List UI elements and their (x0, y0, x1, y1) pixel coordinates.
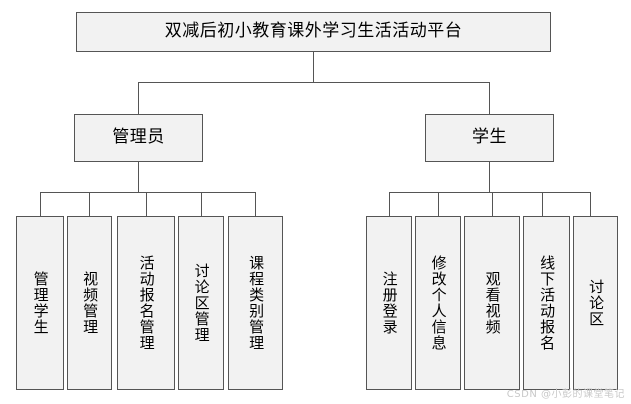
node-student-child-2: 修改个人信息 (415, 216, 461, 390)
connector-student-child-3 (492, 192, 493, 216)
node-student-child-2-label: 修改个人信息 (429, 255, 448, 351)
node-admin-child-4: 讨论区管理 (178, 216, 224, 390)
node-admin-child-3: 活动报名管理 (117, 216, 175, 390)
node-admin-child-1-label: 管理学生 (31, 271, 50, 335)
node-student-child-3-label: 观看视频 (483, 271, 502, 335)
node-admin-child-4-label: 讨论区管理 (192, 263, 211, 343)
node-student-child-1-label: 注册登录 (380, 271, 399, 335)
node-admin-label: 管理员 (112, 127, 165, 148)
connector-student-down (489, 82, 490, 114)
connector-student-stem (489, 162, 490, 192)
connector-admin-child-1 (40, 192, 41, 216)
node-student-child-4-label: 线下活动报名 (538, 255, 557, 351)
node-admin-child-5-label: 课程类别管理 (247, 255, 266, 351)
connector-student-child-1 (389, 192, 390, 216)
node-admin-child-5: 课程类别管理 (228, 216, 283, 390)
node-student-child-1: 注册登录 (366, 216, 412, 390)
connector-student-bus (389, 192, 590, 193)
connector-level2-bus (138, 82, 489, 83)
connector-admin-child-2 (89, 192, 90, 216)
node-student-label: 学生 (472, 127, 507, 148)
node-student-child-5-label: 讨论区 (587, 279, 606, 327)
connector-admin-child-4 (201, 192, 202, 216)
node-student-child-5: 讨论区 (573, 216, 618, 390)
node-admin-child-2: 视频管理 (67, 216, 112, 390)
connector-admin-stem (138, 162, 139, 192)
connector-admin-child-3 (146, 192, 147, 216)
connector-admin-bus (40, 192, 255, 193)
connector-admin-down (138, 82, 139, 114)
connector-student-child-2 (438, 192, 439, 216)
connector-student-child-4 (542, 192, 543, 216)
node-admin-child-3-label: 活动报名管理 (137, 255, 156, 351)
node-student-child-4: 线下活动报名 (523, 216, 570, 390)
node-student-child-3: 观看视频 (464, 216, 520, 390)
node-root-label: 双减后初小教育课外学习生活活动平台 (164, 21, 463, 42)
connector-admin-child-5 (255, 192, 256, 216)
node-admin: 管理员 (74, 114, 203, 162)
watermark: CSDN @小彭的课堂笔记 (506, 389, 625, 400)
node-root: 双减后初小教育课外学习生活活动平台 (76, 12, 551, 52)
node-student: 学生 (425, 114, 554, 162)
connector-root-down (313, 52, 314, 82)
connector-student-child-5 (590, 192, 591, 216)
node-admin-child-1: 管理学生 (16, 216, 64, 390)
node-admin-child-2-label: 视频管理 (81, 271, 100, 335)
